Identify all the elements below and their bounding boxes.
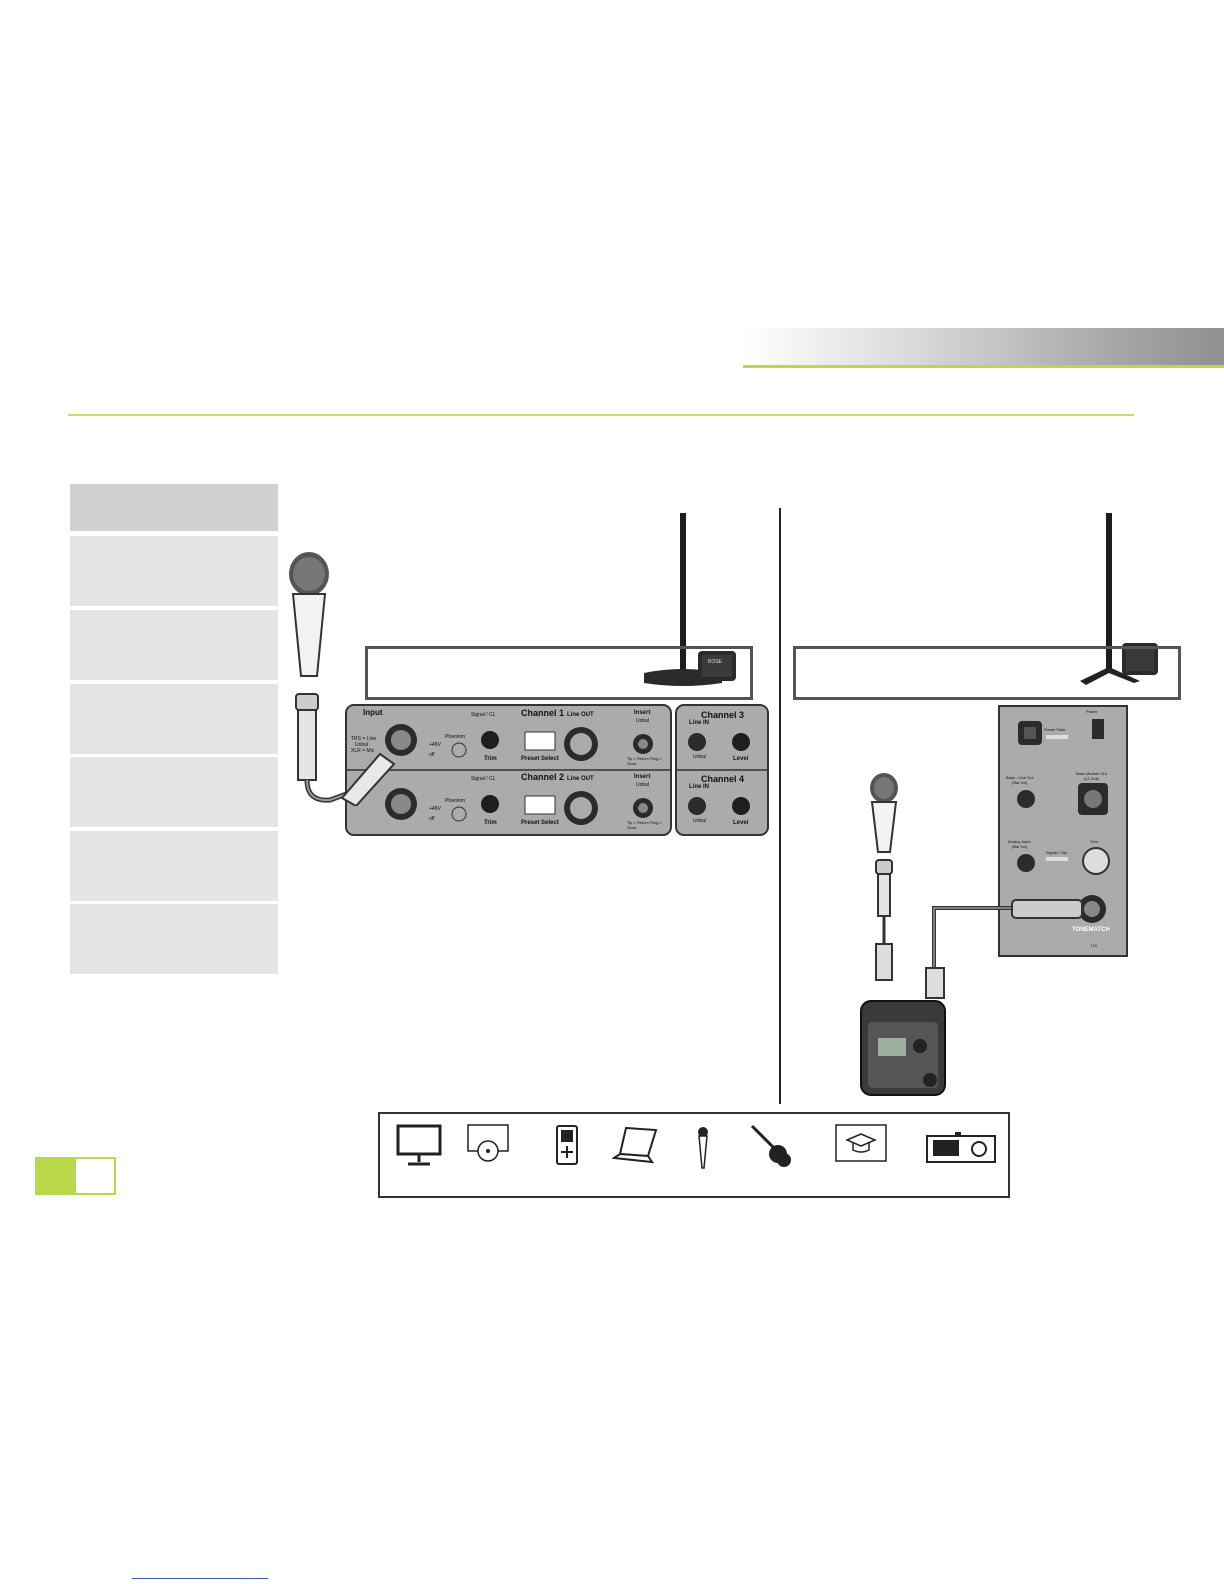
insert-note: Tip = Return Ring = Send	[627, 820, 662, 830]
phantom-on-label: +48V	[429, 806, 441, 812]
level-label: Level	[733, 756, 749, 762]
l1-model-ii-speaker-image	[1050, 505, 1200, 705]
projector-icon	[925, 1130, 997, 1166]
signal-cl-label: Signal / CL	[471, 776, 496, 782]
mp3-player-icon	[555, 1124, 579, 1166]
insert-unbal-label: Unbal	[636, 782, 650, 788]
trim-label: Trim	[484, 820, 497, 826]
power-label: Power	[1086, 709, 1098, 714]
phantom-on-label: +48V	[429, 742, 441, 748]
footer-link[interactable]	[132, 1578, 268, 1579]
l1-compact-speaker-image: BOSE	[630, 505, 752, 695]
trim-label: Trim	[484, 756, 497, 762]
insert-label: Insert	[634, 774, 651, 780]
insert-unbal-label: Unbal	[636, 718, 650, 724]
insert-note: Tip = Return Ring = Send	[627, 756, 662, 766]
laptop-icon	[612, 1124, 658, 1166]
input-note: TRS = Line	[351, 736, 377, 742]
input-label: Input	[363, 708, 383, 717]
power-fault-label: Power Fault	[1044, 727, 1066, 732]
line-in-label: Line IN	[689, 784, 710, 790]
input-note: XLR = Mic	[351, 748, 375, 754]
side-table-row	[70, 536, 278, 606]
signal-clip-label: Signal / Clip	[1046, 850, 1068, 855]
tonematch-audio-engine-image	[860, 1000, 946, 1096]
trim-label: Trim	[1090, 839, 1098, 844]
section-header-accent-line	[743, 365, 1224, 368]
xlr-cable-image	[290, 690, 400, 810]
channel-3-label: Channel 3	[701, 710, 745, 720]
unbal-label: Unbal	[693, 818, 707, 824]
bass-module-out-label: Bass Module Out	[1076, 771, 1107, 776]
scenario-divider	[779, 508, 781, 1104]
line-out-label: Line OUT	[567, 712, 594, 718]
t4s-badge: T4S	[1090, 943, 1098, 948]
handheld-microphone-image	[285, 550, 335, 680]
channel-2-label: Channel 2	[521, 772, 565, 782]
channel-1-label: Channel 1	[521, 708, 565, 718]
right-setup-callout-box	[793, 646, 1181, 700]
graduation-cap-icon	[835, 1124, 887, 1162]
line-in-label: Line IN	[689, 720, 710, 726]
microphone-icon	[696, 1126, 710, 1170]
bass-line-out-label: Bass - Line Out	[1006, 775, 1034, 780]
side-table-header	[70, 484, 278, 531]
left-setup-callout-box	[365, 646, 753, 700]
analog-input-sub: (Bal Vol)	[1012, 844, 1028, 849]
insert-label: Insert	[634, 710, 651, 716]
handheld-microphone-image-right	[866, 772, 902, 1002]
xlr-plug-image	[336, 742, 400, 806]
phantom-off-label: off	[429, 752, 435, 758]
side-table-row	[70, 684, 278, 754]
side-table-row	[70, 831, 278, 901]
page-number-tab-accent	[37, 1159, 76, 1193]
side-table-row	[70, 757, 278, 827]
channel-4-label: Channel 4	[701, 774, 745, 784]
preset-select-label: Preset Select	[521, 756, 559, 762]
level-label: Level	[733, 820, 749, 826]
cd-player-icon	[467, 1124, 509, 1164]
bass-module-out-sub: (L2 Sub)	[1084, 776, 1100, 781]
analog-input-label: Analog Input	[1008, 839, 1031, 844]
signal-cl-label: Signal / CL	[471, 712, 496, 718]
phantom-off-label: off	[429, 816, 435, 822]
input-note: Unbal	[355, 742, 369, 748]
tv-icon	[396, 1124, 442, 1166]
preset-select-label: Preset Select	[521, 820, 559, 826]
top-divider-rule	[68, 414, 1134, 416]
phantom-label: Phantom	[445, 798, 466, 804]
guitar-icon	[748, 1122, 794, 1168]
svg-text:BOSE: BOSE	[708, 659, 723, 665]
section-header-bar	[743, 328, 1224, 366]
bass-line-out-sub: (Bal Vol)	[1012, 780, 1028, 785]
unbal-label: Unbal	[693, 754, 707, 760]
phantom-label: Phantom	[445, 734, 466, 740]
side-table-row	[70, 904, 278, 974]
tonematch-cable-image	[920, 896, 1106, 1000]
line-out-label: Line OUT	[567, 776, 594, 782]
mixer-rear-panel: Input TRS = Line Unbal XLR = Mic Channel…	[345, 704, 770, 836]
side-table-row	[70, 610, 278, 680]
tonematch-logo: TONEMATCH	[1072, 927, 1110, 933]
